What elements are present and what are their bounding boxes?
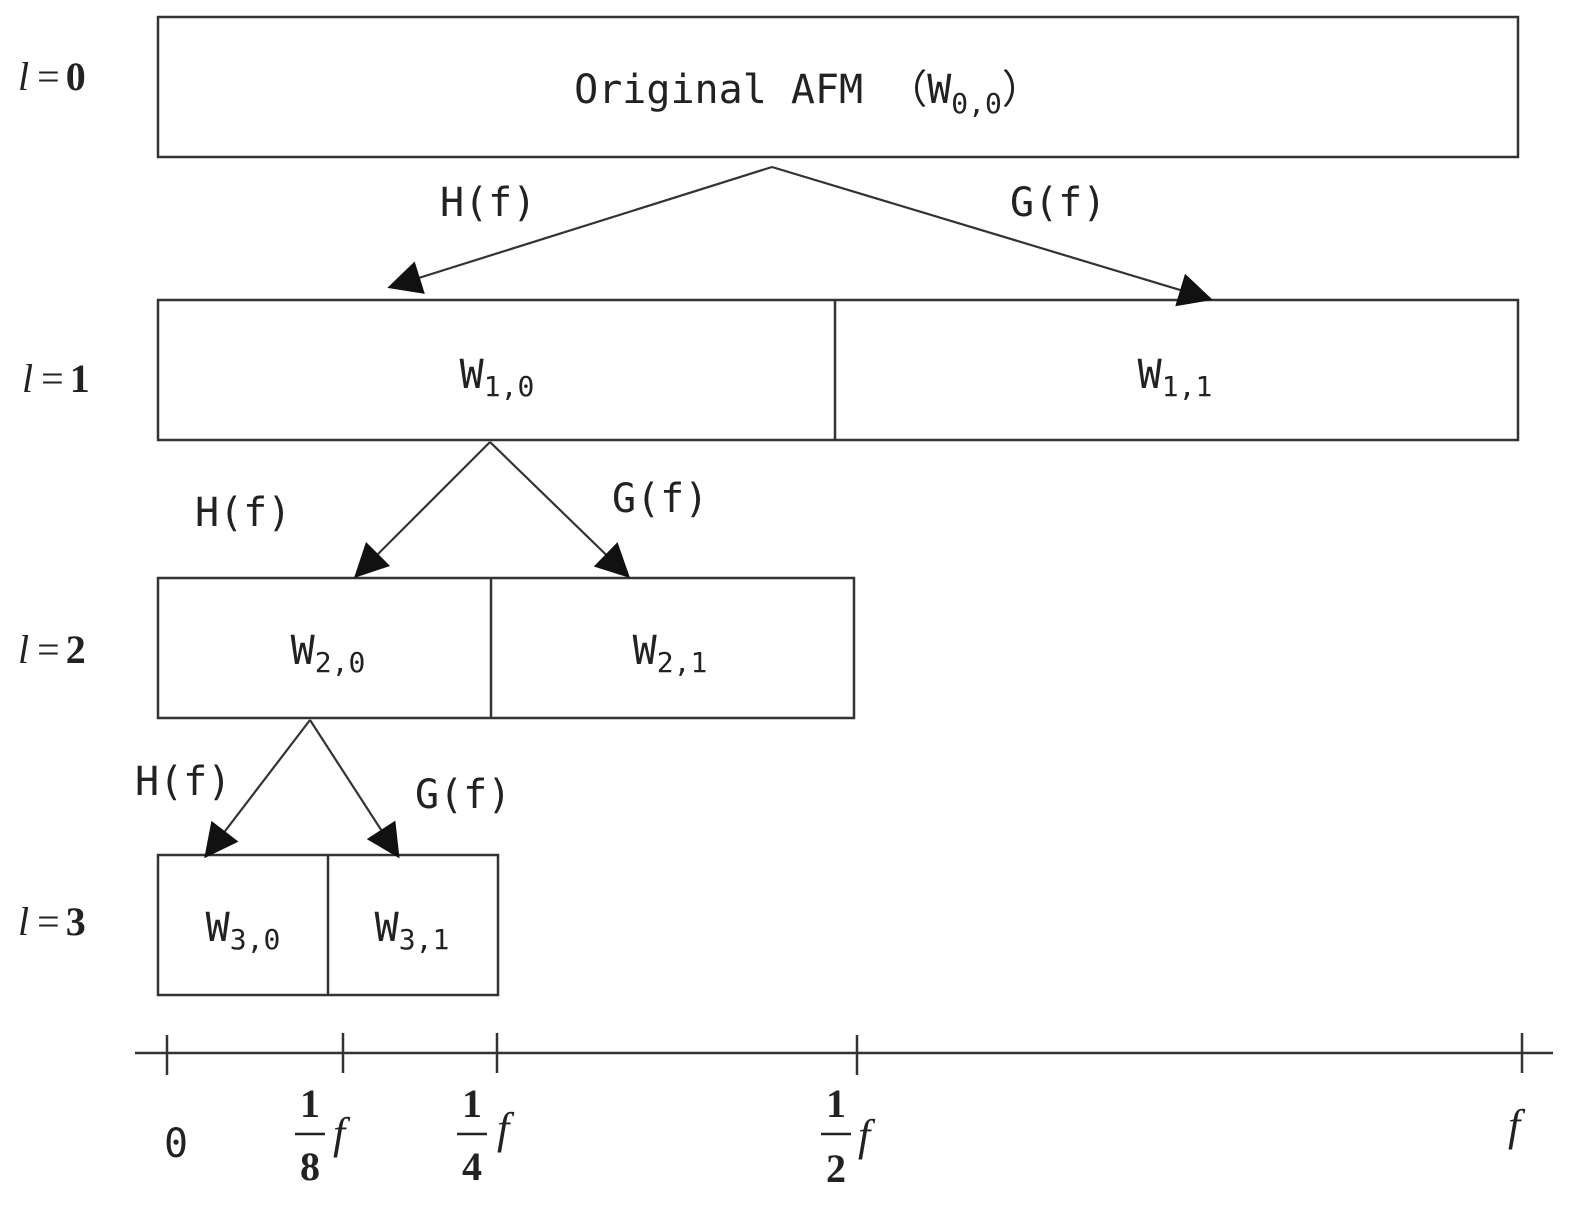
svg-text:f: f	[333, 1109, 351, 1158]
svg-text:W1,0: W1,0	[460, 352, 535, 403]
svg-text:4: 4	[462, 1144, 482, 1189]
frequency-axis	[135, 1033, 1553, 1075]
axis-label-one-eighth: 1 8 f	[295, 1081, 351, 1189]
axis-label-zero: 0	[164, 1121, 188, 1167]
level-label-2: l=2	[18, 627, 86, 672]
arrow-g-1	[489, 441, 631, 578]
node-root: Original AFM （W0,0）	[156, 15, 1520, 159]
filter-label-g-1: G(f)	[612, 476, 708, 522]
svg-text:l=0: l=0	[18, 54, 86, 99]
filter-label-h-2: H(f)	[135, 759, 231, 805]
axis-label-f: f	[1508, 1101, 1526, 1150]
node-w-2-0: W2,0	[291, 628, 366, 679]
node-w-2-1: W2,1	[633, 628, 708, 679]
arrow-h-1	[353, 441, 491, 579]
svg-text:1: 1	[300, 1081, 320, 1126]
level-3-box	[156, 853, 500, 997]
node-w-3-0: W3,0	[206, 905, 281, 956]
svg-text:f: f	[497, 1104, 515, 1153]
level-label-3: l=3	[18, 899, 86, 944]
svg-text:W3,1: W3,1	[375, 905, 450, 956]
arrow-h-2	[204, 719, 311, 859]
svg-text:Original AFM （W0,0）: Original AFM （W0,0）	[574, 67, 1042, 120]
svg-text:1: 1	[826, 1081, 846, 1126]
arrow-g-0	[771, 165, 1213, 307]
svg-text:l=2: l=2	[18, 627, 86, 672]
node-w-3-1: W3,1	[375, 905, 450, 956]
svg-text:l=1: l=1	[22, 356, 90, 401]
svg-text:f: f	[858, 1111, 876, 1160]
arrow-h-0	[387, 165, 773, 294]
filter-label-g-0: G(f)	[1010, 180, 1106, 226]
arrow-g-2	[309, 719, 400, 859]
svg-text:8: 8	[300, 1144, 320, 1189]
svg-text:W1,1: W1,1	[1138, 352, 1213, 403]
level-2-box	[156, 576, 856, 720]
axis-label-one-half: 1 2 f	[821, 1081, 876, 1191]
level-label-0: l=0	[18, 54, 86, 99]
svg-text:W3,0: W3,0	[206, 905, 281, 956]
svg-text:2: 2	[826, 1146, 846, 1191]
node-w-1-0: W1,0	[460, 352, 535, 403]
level-1-box	[156, 298, 1520, 442]
axis-label-one-quarter: 1 4 f	[457, 1081, 515, 1189]
filter-label-g-2: G(f)	[415, 772, 511, 818]
node-w-1-1: W1,1	[1138, 352, 1213, 403]
filter-label-h-1: H(f)	[195, 490, 291, 536]
svg-text:l=3: l=3	[18, 899, 86, 944]
svg-text:1: 1	[462, 1081, 482, 1126]
svg-text:W2,0: W2,0	[291, 628, 366, 679]
level-label-1: l=1	[22, 356, 90, 401]
svg-text:W2,1: W2,1	[633, 628, 708, 679]
filter-label-h-0: H(f)	[440, 180, 536, 226]
